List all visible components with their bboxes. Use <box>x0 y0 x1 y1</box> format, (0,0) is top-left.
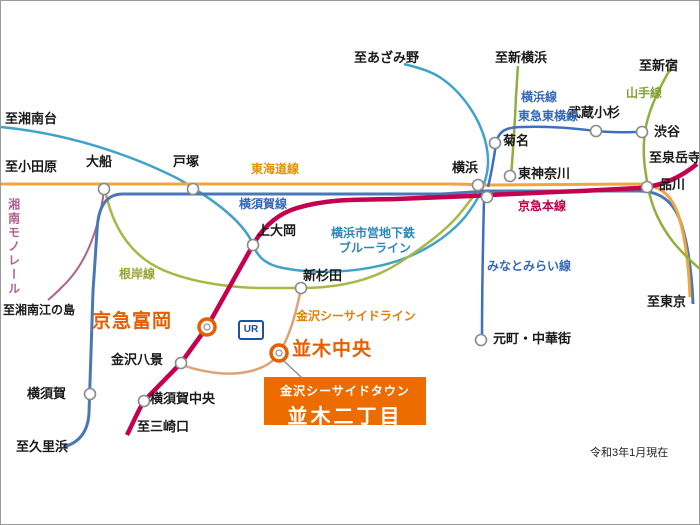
label-station-kanazawa-hakkei: 金沢八景 <box>111 352 164 367</box>
label-to-odawara: 至小田原 <box>5 159 58 174</box>
highlight-marker-namiki-chuo <box>269 343 289 363</box>
label-station-keikyu-tomioka: 京急富岡 <box>92 311 173 332</box>
label-station-kamiooka: 上大岡 <box>257 223 297 238</box>
ur-logo: UR <box>238 320 264 340</box>
yokohama-line-path <box>509 65 520 178</box>
station-marker-shin-sugita <box>294 281 308 295</box>
label-station-musashi-kosugi: 武蔵小杉 <box>568 105 621 120</box>
date-note: 令和3年1月現在 <box>590 447 669 459</box>
station-marker-yokosuka <box>83 387 97 401</box>
label-station-yokosuka: 横須賀 <box>27 386 67 401</box>
negishi-line-path <box>103 187 481 290</box>
station-marker-motomachi-chukagai <box>474 333 488 347</box>
station-marker-kikuna <box>488 136 502 150</box>
label-to-tokyo: 至東京 <box>647 294 687 309</box>
station-marker-totsuka <box>186 182 200 196</box>
label-station-yokosuka-chuo: 横須賀中央 <box>150 391 216 406</box>
minatomirai-line-path <box>480 198 486 340</box>
label-line-subway-2: ブルーライン <box>339 241 412 255</box>
station-marker-musashi-kosugi <box>589 124 603 138</box>
subway-blue-line-path <box>1 62 490 273</box>
label-station-yokohama: 横浜 <box>452 160 479 175</box>
callout-pointer-line <box>283 360 303 379</box>
callout-property-name: 並木二丁目 <box>287 406 403 428</box>
label-line-negishi: 根岸線 <box>119 267 156 281</box>
label-line-subway-1: 横浜市営地下鉄 <box>331 226 416 240</box>
label-line-keikyu-main: 京急本線 <box>518 199 567 213</box>
label-to-azamino: 至あざみ野 <box>354 50 420 65</box>
label-to-kurihama: 至久里浜 <box>16 439 69 454</box>
station-marker-yokohama-keikyu <box>480 190 494 204</box>
label-to-shonandai: 至湘南台 <box>5 111 58 126</box>
label-station-shin-sugita: 新杉田 <box>303 268 343 283</box>
label-line-yokosuka: 横須賀線 <box>239 197 288 211</box>
label-station-shinagawa: 品川 <box>659 177 686 192</box>
station-marker-kanazawa-hakkei <box>174 356 188 370</box>
label-station-kikuna: 菊名 <box>503 133 530 148</box>
tokyu-toyoko-line-path <box>486 125 643 188</box>
label-to-misakiguchi: 至三崎口 <box>137 419 190 434</box>
label-line-shonan-monorail: 湘南モノレール <box>6 198 21 296</box>
label-line-seaside: 金沢シーサイドライン <box>296 309 416 323</box>
callout-town-name: 金沢シーサイドタウン <box>280 384 410 398</box>
label-line-tokyu-toyoko: 東急東横線 <box>518 109 579 123</box>
station-marker-yokohama-jr <box>471 178 485 192</box>
station-marker-shibuya <box>635 125 649 139</box>
label-station-shibuya: 渋谷 <box>654 124 681 139</box>
label-station-totsuka: 戸塚 <box>173 154 200 169</box>
label-line-minatomirai: みなとみらい線 <box>487 259 572 273</box>
label-line-yokohama: 横浜線 <box>521 90 558 104</box>
station-marker-yokosuka-chuo <box>137 394 151 408</box>
label-to-shinjuku: 至新宿 <box>639 58 679 73</box>
label-line-yamanote: 山手線 <box>626 86 663 100</box>
label-station-ofuna: 大船 <box>86 154 113 169</box>
label-station-namiki-chuo: 並木中央 <box>292 339 373 360</box>
station-marker-shinagawa <box>640 180 654 194</box>
keikyu-main-line-path <box>124 162 699 437</box>
label-to-sengakuji: 至泉岳寺 <box>649 150 700 165</box>
property-callout: 金沢シーサイドタウン 並木二丁目 <box>264 377 426 428</box>
seaside-line-path <box>179 288 303 375</box>
label-to-shonan-enoshima: 至湘南江の島 <box>3 303 76 317</box>
label-to-shin-yokohama: 至新横浜 <box>495 50 548 65</box>
label-station-higashi-kanagawa: 東神奈川 <box>518 166 571 181</box>
station-marker-ofuna <box>97 182 111 196</box>
station-marker-higashi-kanagawa <box>503 169 517 183</box>
label-station-motomachi-chukagai: 元町・中華街 <box>493 331 572 346</box>
label-line-tokaido: 東海道線 <box>251 162 300 176</box>
highlight-marker-keikyu-tomioka <box>197 317 217 337</box>
station-marker-kamiooka <box>246 238 260 252</box>
